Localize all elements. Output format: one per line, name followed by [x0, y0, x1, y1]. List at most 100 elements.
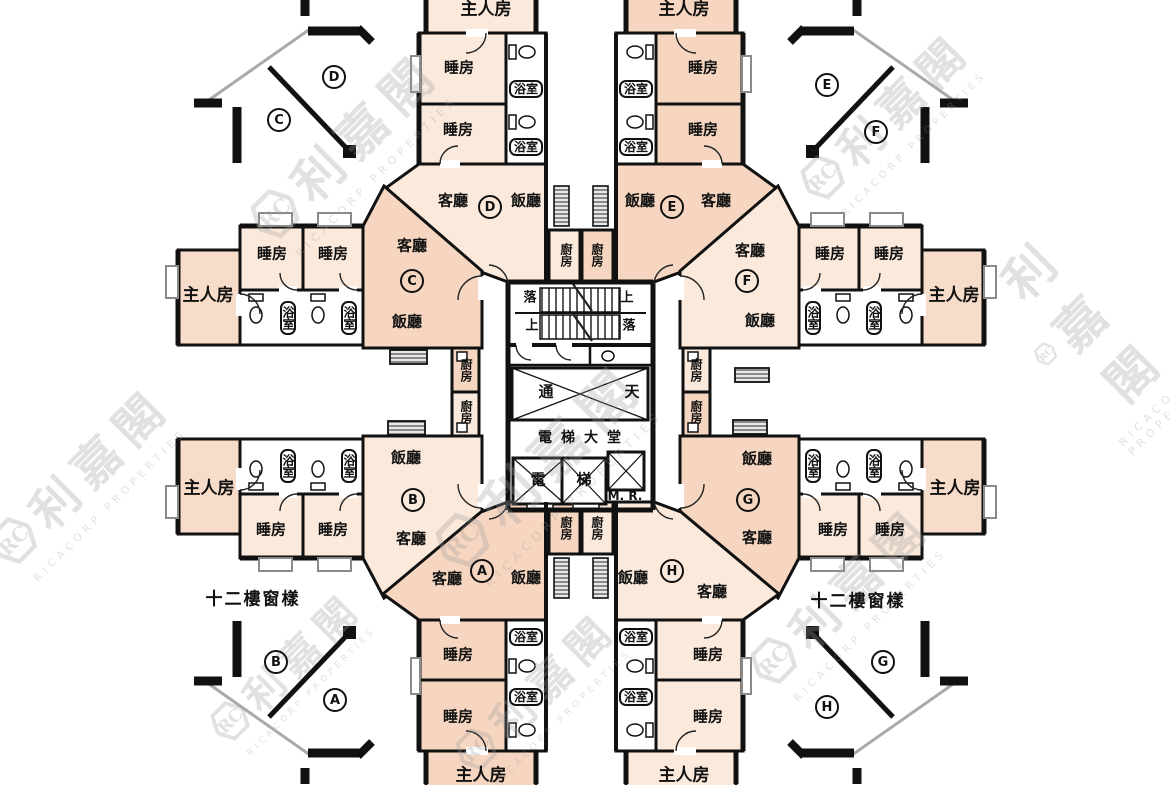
unit-badge-d: D	[478, 195, 502, 219]
room-e-kitchen	[580, 228, 615, 284]
room-f-master	[920, 248, 986, 347]
label-lightwell-through: 通	[538, 382, 554, 401]
corner-badge-a: A	[323, 688, 347, 712]
label-living: 客廳	[741, 528, 773, 547]
label-bath: 浴室	[805, 301, 821, 335]
label-stair-down: 落	[523, 290, 537, 306]
toilets	[248, 44, 914, 738]
label-bath: 浴室	[341, 301, 357, 335]
label-bath: 浴室	[508, 138, 544, 156]
label-dining: 飯廳	[617, 568, 649, 587]
label-bath: 浴室	[280, 449, 296, 483]
room-f-living	[678, 183, 801, 350]
label-bedroom: 睡房	[256, 244, 288, 263]
window-pattern-note-right: 十二樓窗樣	[810, 591, 906, 612]
label-bath: 浴室	[280, 301, 296, 335]
label-dining: 飯廳	[510, 568, 542, 587]
label-kitchen: 廚房	[559, 516, 573, 540]
label-kitchen: 廚房	[590, 243, 604, 267]
label-machine-room: M. R.	[607, 489, 643, 503]
label-bath: 浴室	[805, 449, 821, 483]
label-bedroom: 睡房	[692, 707, 724, 726]
label-master-h: 主人房	[658, 765, 710, 785]
label-stair-up: 上	[525, 318, 539, 334]
unit-badge-h: H	[660, 559, 684, 583]
label-dining: 飯廳	[744, 311, 776, 330]
label-lift-left: 電	[530, 470, 546, 489]
label-master-a: 主人房	[455, 765, 507, 785]
label-dining: 飯廳	[741, 449, 773, 468]
label-bath: 浴室	[618, 688, 654, 706]
room-g-bed2	[857, 492, 924, 560]
label-bedroom: 睡房	[442, 645, 474, 664]
window-pattern-note-left: 十二樓窗樣	[205, 589, 301, 610]
corner-badge-h: H	[815, 695, 839, 719]
label-living: 客廳	[396, 236, 428, 255]
door-gaps	[236, 29, 926, 755]
corner-annotations	[194, 0, 968, 784]
label-bath: 浴室	[618, 628, 654, 646]
kitchen-sinks	[456, 351, 699, 433]
louvers	[553, 185, 609, 599]
label-bedroom: 睡房	[687, 120, 719, 139]
room-b-living	[361, 434, 484, 601]
label-living: 客廳	[437, 191, 469, 210]
label-bedroom: 睡房	[442, 707, 474, 726]
label-master-f: 主人房	[928, 285, 980, 306]
label-master-g: 主人房	[929, 478, 981, 499]
unit-badge-g: G	[736, 488, 760, 512]
label-bedroom: 睡房	[443, 58, 475, 77]
window-bays	[165, 55, 997, 695]
label-lift-right: 梯	[576, 470, 592, 489]
corner-badge-g: G	[871, 650, 895, 674]
label-living: 客廳	[696, 582, 728, 601]
unit-badge-a: A	[470, 559, 494, 583]
label-kitchen: 廚房	[459, 358, 473, 382]
label-bedroom: 睡房	[317, 520, 349, 539]
room-c-living	[361, 183, 484, 350]
label-living: 客廳	[734, 241, 766, 260]
toilet-core	[601, 350, 615, 362]
room-h-bed2	[654, 618, 745, 682]
label-bath: 浴室	[508, 688, 544, 706]
label-kitchen: 廚房	[590, 516, 604, 540]
label-living: 客廳	[431, 569, 463, 588]
label-bedroom: 睡房	[687, 58, 719, 77]
label-dining: 飯廳	[510, 191, 542, 210]
label-bedroom: 睡房	[817, 520, 849, 539]
label-master-d: 主人房	[460, 0, 512, 20]
label-bath: 浴室	[508, 80, 544, 98]
unit-badge-c: C	[400, 269, 424, 293]
walls	[175, 0, 987, 784]
label-living: 客廳	[395, 529, 427, 548]
label-bedroom: 睡房	[874, 520, 906, 539]
label-stair-up: 上	[620, 290, 634, 306]
label-lightwell-sky: 天	[624, 382, 640, 401]
label-bath: 浴室	[618, 80, 654, 98]
room-d-bed1	[417, 31, 508, 106]
label-bedroom: 睡房	[317, 244, 349, 263]
corner-badge-e: E	[815, 73, 839, 97]
unit-badge-f: F	[735, 269, 759, 293]
room-g-living	[678, 434, 801, 601]
label-stair-down: 落	[622, 318, 636, 334]
label-living: 客廳	[700, 191, 732, 210]
unit-badge-e: E	[660, 195, 684, 219]
label-bedroom: 睡房	[692, 645, 724, 664]
label-kitchen: 廚房	[689, 358, 703, 382]
label-bedroom: 睡房	[873, 244, 905, 263]
label-master-b: 主人房	[183, 478, 235, 499]
corner-badge-c: C	[267, 108, 291, 132]
label-bedroom: 睡房	[814, 244, 846, 263]
label-bedroom: 睡房	[255, 520, 287, 539]
corner-badge-d: D	[322, 65, 346, 89]
label-dining: 飯廳	[391, 312, 423, 331]
room-a-bed1	[417, 678, 508, 753]
door-swings	[239, 32, 923, 752]
label-lift-lobby: 電梯大堂	[538, 430, 630, 446]
label-bath: 浴室	[508, 628, 544, 646]
label-master-e: 主人房	[658, 0, 710, 20]
room-e-bed2	[654, 102, 745, 166]
stair-flight-upper	[539, 287, 621, 313]
